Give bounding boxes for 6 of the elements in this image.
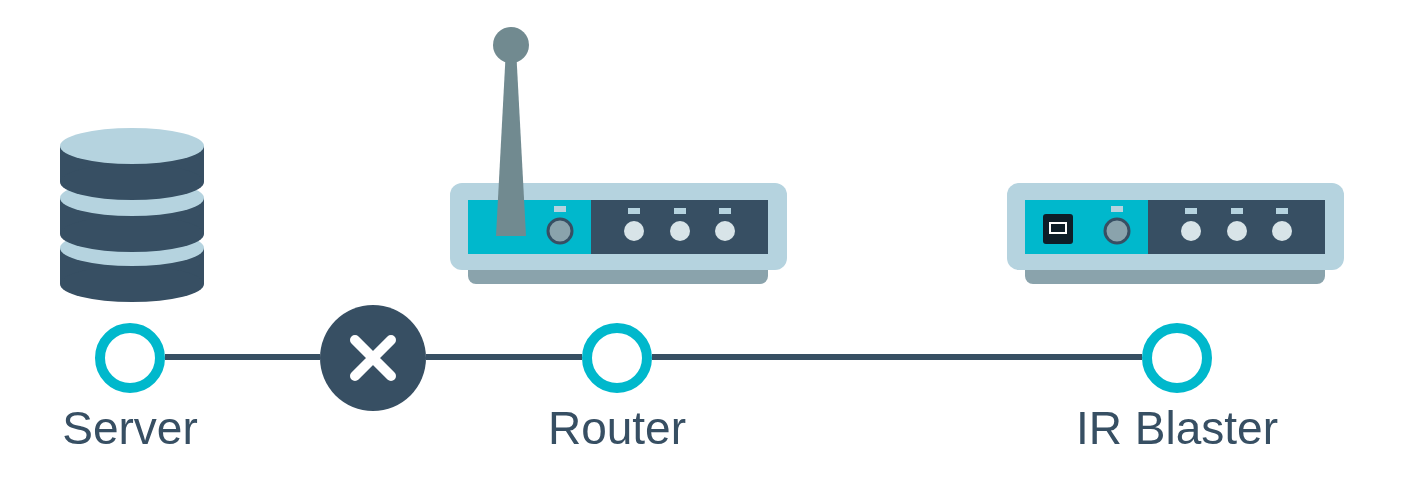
node-label: Server <box>61 401 199 456</box>
connector-line <box>652 354 1142 360</box>
node-label: IR Blaster <box>1075 401 1279 456</box>
node-label: Router <box>546 401 688 456</box>
connector-line <box>165 354 320 360</box>
connector-line <box>426 354 582 360</box>
